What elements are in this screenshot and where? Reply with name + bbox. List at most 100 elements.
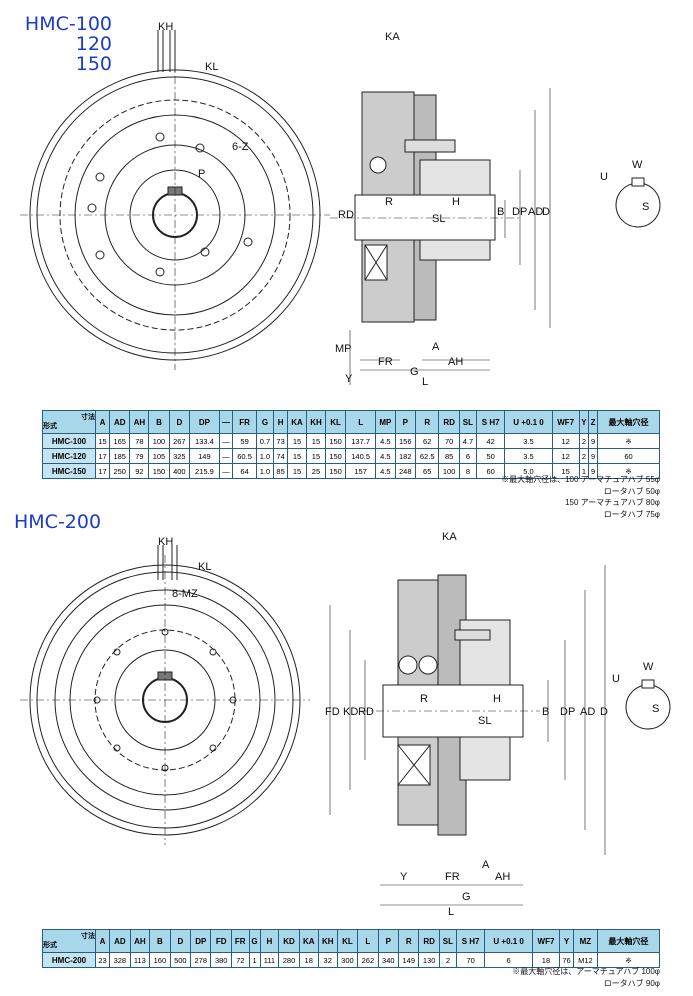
corner-header: 寸法形式 [42, 410, 96, 434]
column-header: KD [278, 929, 300, 953]
table-cell: 113 [129, 952, 151, 968]
table-cell: 15 [306, 433, 326, 449]
front-view-2 [20, 545, 310, 845]
column-header: B [149, 929, 171, 953]
label-y: Y [400, 871, 408, 883]
table-cell: 15 [306, 448, 326, 464]
note: 150 アーマチュアハブ 80φ [565, 498, 660, 507]
label-mz: 8-MZ [172, 588, 198, 600]
column-header: 最大軸穴径 [596, 929, 661, 953]
model-cell: HMC-200 [42, 952, 96, 968]
column-header: FD [210, 929, 232, 953]
column-header: FR [232, 410, 257, 434]
column-header: L [357, 929, 379, 953]
label-dp: DP [512, 206, 527, 218]
label-g: G [462, 891, 471, 903]
table-cell: 248 [394, 463, 416, 479]
table-cell: 130 [418, 952, 440, 968]
table-cell: 76 [558, 952, 575, 968]
label-b: B [497, 206, 504, 218]
table-cell: 78 [129, 433, 150, 449]
title-line: 120 [75, 33, 112, 55]
table-cell: 137.7 [345, 433, 377, 449]
table-cell: 278 [190, 952, 212, 968]
table-cell: 65 [414, 463, 440, 479]
table-cell: 4.5 [375, 433, 396, 449]
label-l: L [422, 376, 428, 388]
table-cell: 3.5 [504, 433, 553, 449]
table-cell: 0.7 [255, 433, 275, 449]
table-cell: 92 [129, 463, 150, 479]
table-cell: 185 [109, 448, 131, 464]
label-y: Y [345, 373, 353, 385]
column-header: L [345, 410, 377, 434]
table-cell: 267 [168, 433, 191, 449]
corner-top: 寸法 [81, 414, 95, 421]
column-header: G [255, 410, 275, 434]
column-header: KL [324, 410, 347, 434]
label-fd: FD [325, 706, 340, 718]
column-header: H [273, 410, 289, 434]
corner-bottom: 形式 [43, 423, 57, 430]
table-cell: 25 [306, 463, 326, 479]
table-cell: 23 [94, 952, 111, 968]
column-header: P [377, 929, 400, 953]
table-cell: 8 [458, 463, 478, 479]
table-cell: 3.5 [504, 448, 553, 464]
model-cell: HMC-120 [42, 448, 96, 464]
table-cell: 2 [578, 433, 590, 449]
table-cell: 340 [377, 952, 400, 968]
table-cell: 62.5 [414, 448, 440, 464]
column-header: WF7 [551, 410, 580, 434]
table-cell: 12 [551, 433, 580, 449]
column-header: AH [129, 929, 151, 953]
table-cell: — [218, 448, 234, 464]
corner-top: 寸法 [81, 933, 95, 940]
table-cell: 500 [169, 952, 192, 968]
title-line: HMC-100 [24, 13, 112, 35]
column-header: A [94, 410, 111, 434]
column-header: S H7 [455, 929, 486, 953]
table-cell: 105 [148, 448, 170, 464]
column-header: KA [287, 410, 308, 434]
table-cell: 156 [394, 433, 416, 449]
label-ka: KA [442, 531, 457, 543]
label-w: W [643, 661, 654, 673]
table-cell: 149 [398, 952, 420, 968]
column-header: RD [418, 929, 440, 953]
table-cell: 15 [287, 463, 308, 479]
label-d: D [600, 706, 608, 718]
column-header: WF7 [531, 929, 561, 953]
label-ad: AD [528, 206, 543, 218]
table-cell: 2 [438, 952, 457, 968]
table-cell: 79 [129, 448, 150, 464]
table-cell: ※ [597, 463, 660, 479]
column-header: Y [558, 929, 575, 953]
table-cell: 9 [588, 433, 599, 449]
corner-header: 寸法形式 [42, 929, 96, 953]
title-line: 150 [75, 53, 112, 75]
label-ad: AD [580, 706, 595, 718]
label-b: B [542, 706, 549, 718]
note: ※最大軸穴径は、アーマチュアハブ 100φ [512, 967, 660, 976]
table-cell: 157 [345, 463, 377, 479]
corner-bottom: 形式 [43, 942, 57, 949]
table-cell: 72 [230, 952, 250, 968]
column-header: U +0.1 0 [504, 410, 553, 434]
label-dp: DP [560, 706, 575, 718]
dimension-labels-1: KH KL 6-Z P KA RD R SL H B DP AD D W U S… [158, 21, 649, 388]
label-kl: KL [205, 61, 218, 73]
column-header: G [248, 929, 261, 953]
model-title-1: HMC-100 120 150 [14, 14, 112, 74]
label-mp: MP [335, 343, 352, 355]
table-cell: 2 [578, 448, 590, 464]
table-cell: 15 [551, 463, 580, 479]
model-cell: HMC-150 [42, 463, 96, 479]
note: ロータハブ 75φ [603, 509, 660, 519]
label-z: 6-Z [232, 141, 249, 153]
table-cell: 6 [458, 448, 478, 464]
